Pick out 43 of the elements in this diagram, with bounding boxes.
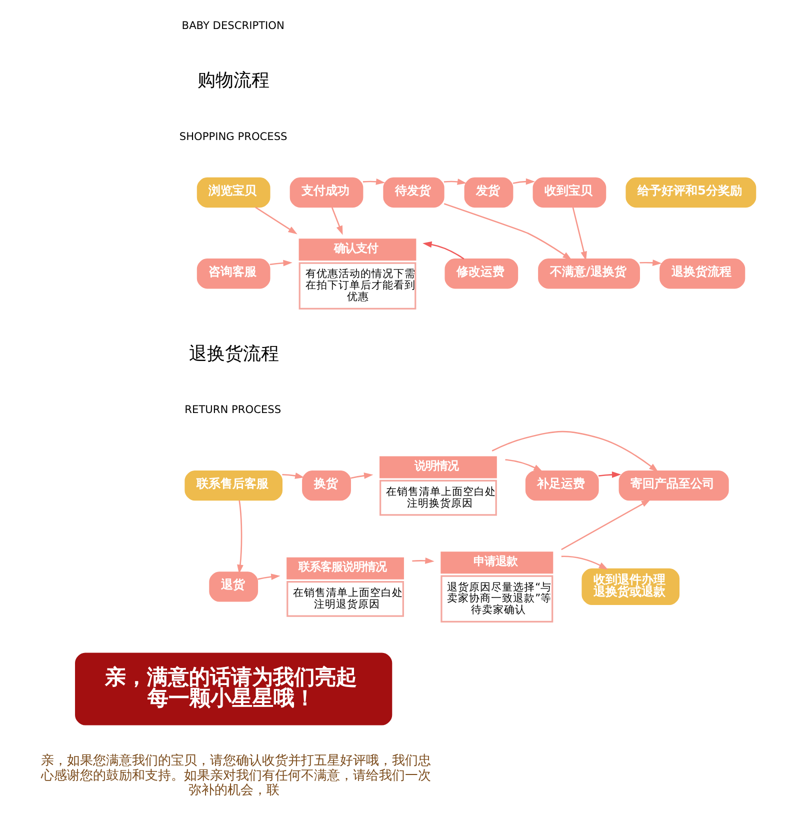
node-box: 退换货流程 xyxy=(660,258,746,289)
label: 退换货流程 xyxy=(189,343,280,364)
arrow xyxy=(598,471,622,478)
label: BABY DESCRIPTION xyxy=(182,20,284,32)
arrow xyxy=(255,206,298,234)
node-box: 待发货 xyxy=(383,177,444,208)
node-box: 收到退件办理退换货或退款 xyxy=(582,568,680,605)
arrow xyxy=(561,499,651,550)
arrow xyxy=(492,430,658,472)
label: SHOPPING PROCESS xyxy=(179,130,288,143)
node-box: 换货 xyxy=(302,470,351,501)
node-box: 收到宝贝 xyxy=(532,177,606,208)
arrow xyxy=(270,260,292,266)
arrow xyxy=(350,472,374,479)
node-box: 退货 xyxy=(209,572,258,602)
label: 购物流程 xyxy=(198,70,270,92)
arrow xyxy=(258,574,280,580)
label: 亲，如果您满意我们的宝贝，请您确认收货并打五星好评哦，我们忠心感谢您的鼓励和支持。如果亲对我们有任何不满意，请给我们一次弥补的机会，联 xyxy=(40,754,431,798)
arrow xyxy=(422,241,464,260)
node-box: 给予好评和5分奖励 xyxy=(626,177,756,208)
arrow xyxy=(331,207,343,235)
arrow xyxy=(412,558,434,564)
arrow xyxy=(362,178,386,185)
node-box: 浏览宝贝 xyxy=(196,177,270,208)
node-box: 不满意/退换货 xyxy=(538,258,640,289)
label: RETURN PROCESS xyxy=(184,404,282,416)
arrow xyxy=(444,203,572,260)
arrow xyxy=(561,556,608,570)
arrow xyxy=(640,260,662,266)
arrow xyxy=(282,472,304,479)
node-box: 联系售后客服 xyxy=(184,470,282,501)
node-box: 修改运费 xyxy=(444,258,518,289)
node-box: 支付成功 xyxy=(290,177,364,208)
node-box: 寄回产品至公司 xyxy=(618,470,729,501)
arrow xyxy=(237,500,244,574)
arrow xyxy=(512,178,536,185)
arrow xyxy=(572,207,587,261)
arrow xyxy=(505,459,543,472)
node-box: 亲，满意的话请为我们亮起每一颗小星星哦！ xyxy=(75,652,392,726)
node-box: 补足运费 xyxy=(525,470,599,501)
node-box: 发货 xyxy=(464,177,514,208)
node-box: 咨询客服 xyxy=(196,258,270,289)
arrow xyxy=(444,178,467,185)
